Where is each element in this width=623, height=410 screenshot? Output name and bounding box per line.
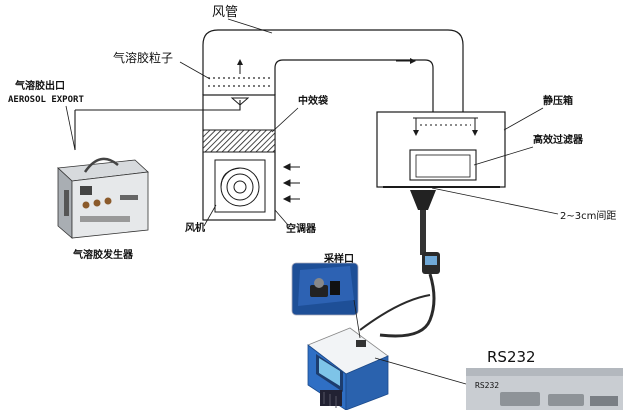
fan-icon — [214, 159, 266, 213]
medium-filter-band — [202, 129, 276, 153]
particle-counter-device — [307, 327, 389, 410]
aerosol-particle-dot — [218, 77, 220, 79]
hepa-filter-inner — [415, 154, 471, 178]
duct-flow-arrow-icon — [396, 58, 416, 64]
medium-filter-label: 中效袋 — [298, 94, 329, 107]
aerosol-particles-label: 气溶胶粒子 — [113, 50, 173, 65]
static-box-label: 静压箱 — [543, 94, 573, 107]
aerosol-particle-dot — [253, 85, 255, 87]
aerosol-particle-dot — [208, 85, 210, 87]
aerosol-outlet-label-en: AEROSOL EXPORT — [8, 95, 84, 105]
sampling-port-inset — [291, 262, 359, 316]
aerosol-generator-device — [57, 100, 241, 239]
hepa-filter — [409, 149, 477, 181]
intake-arrows-icon — [282, 163, 300, 203]
sampling-port-label: 采样口 — [323, 252, 354, 265]
generator-label: 气溶胶发生器 — [72, 248, 134, 261]
aerosol-particle-dot — [218, 85, 220, 87]
static-box-inlet — [413, 117, 478, 135]
duct — [202, 29, 464, 112]
aerosol-particle-dot — [228, 77, 230, 79]
aerosol-outlet-leader — [65, 105, 76, 151]
hepa-filter-label: 高效过滤器 — [533, 133, 584, 146]
rs232-title: RS232 — [487, 348, 536, 366]
aerosol-particle-dot — [253, 77, 255, 79]
distance-leader — [431, 187, 559, 215]
aerosol-particle-dot — [228, 85, 230, 87]
hepa-filter-leader — [473, 146, 534, 166]
distance-label: 2~3cm间距 — [560, 209, 616, 222]
aerosol-particle-dot — [243, 85, 245, 87]
aerosol-particle-dot — [213, 85, 215, 87]
fan-label: 风机 — [185, 221, 205, 234]
aerosol-particle-dot — [233, 77, 235, 79]
duct-leader — [227, 18, 273, 34]
aerosol-particle-dot — [258, 77, 260, 79]
aerosol-particle-dot — [213, 77, 215, 79]
aerosol-particle-dot — [268, 85, 270, 87]
fan-leader — [203, 204, 217, 227]
aerosol-particle-dot — [263, 77, 265, 79]
aerosol-particle-dot — [233, 85, 235, 87]
aerosol-particle-dot — [263, 85, 265, 87]
static-box-leader — [503, 107, 544, 131]
aerosol-particle-dot — [223, 85, 225, 87]
aerosol-particle-dot — [243, 77, 245, 79]
aerosol-particle-dot — [223, 77, 225, 79]
aerosol-particle-dot — [238, 85, 240, 87]
sampling-port-leader — [353, 299, 361, 339]
ac-unit-leader — [274, 209, 289, 226]
duct-label: 风管 — [212, 5, 238, 20]
aerosol-particle-dot — [268, 77, 270, 79]
rs232-leader — [374, 357, 467, 385]
ac-unit-label: 空调器 — [286, 222, 317, 235]
rs232-photo — [466, 368, 623, 410]
ac-unit-box — [202, 94, 276, 221]
aerosol-outlet-label-cn: 气溶胶出口 — [14, 79, 65, 92]
aerosol-particle-dot — [258, 85, 260, 87]
aerosol-particle-dot — [248, 77, 250, 79]
sampling-probe — [359, 190, 440, 338]
aerosol-particles-leader — [179, 61, 211, 80]
aerosol-particle-dot — [238, 77, 240, 79]
aerosol-particle-dots — [208, 77, 270, 87]
medium-filter-leader — [271, 107, 299, 133]
down-arrow-icon — [413, 120, 478, 136]
aerosol-particle-dot — [248, 85, 250, 87]
rs232-small-label: RS232 — [475, 381, 499, 390]
up-arrow-icon — [237, 59, 243, 74]
